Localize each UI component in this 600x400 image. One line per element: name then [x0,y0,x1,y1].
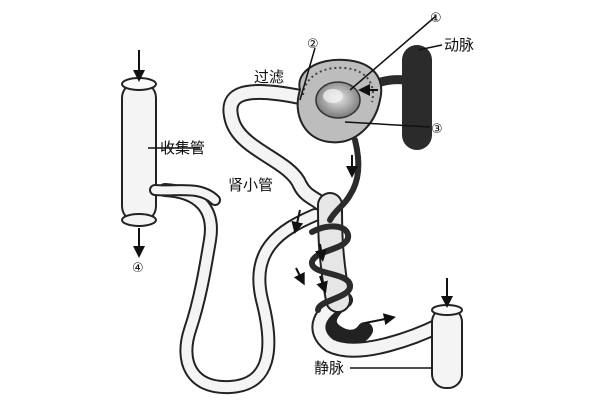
flow-arrows [133,50,453,326]
tubule-thick-segment [317,192,351,313]
leader-lines [148,15,443,369]
marker-4: ④ [132,261,144,276]
collecting-duct-label: 收集管 [160,139,205,157]
marker-2: ② [307,37,319,52]
vein-label: 静脉 [314,359,344,377]
marker-1: ① [430,11,442,26]
peritubular-capillary [309,137,362,313]
renal-tubule-label: 肾小管 [228,176,273,194]
collecting-duct [121,77,221,227]
renal-corpuscle [296,58,383,144]
loop-of-henle [158,183,322,395]
marker-3: ③ [431,122,443,137]
filtration-label: 过滤 [254,68,284,86]
vein [431,304,463,389]
artery-label: 动脉 [444,36,474,54]
